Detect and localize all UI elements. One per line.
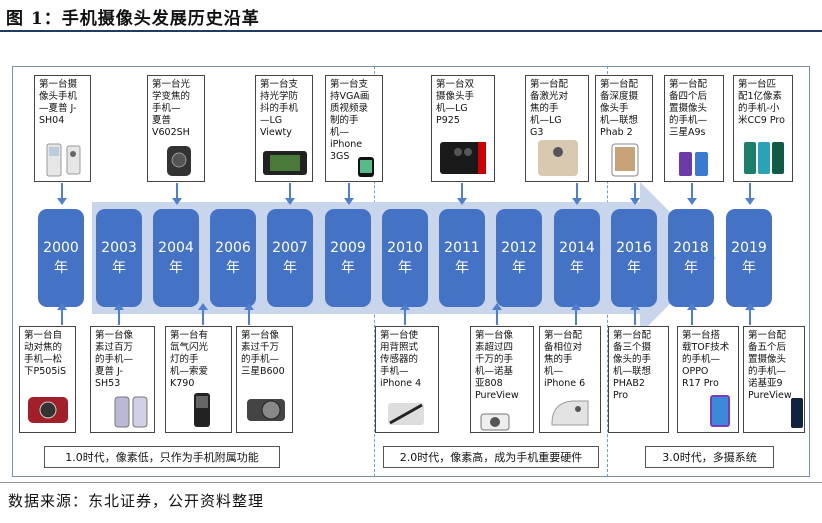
milestone-text: 第一台像 素过百万 的手机— 夏普 J- SH53 [95,330,150,390]
milestone-card-2009: 第一台支 持VGA画 质视频录 制的手 机— iPhone 3GS [325,75,383,182]
phone-image [24,389,72,429]
milestone-card-2018-bottom: 第一台搭 载TOF技术 的手机— OPPO R17 Pro [677,326,739,433]
era-label-1: 1.0时代，像素低，只作为手机附属功能 [44,446,280,468]
milestone-card-2003: 第一台像 素过百万 的手机— 夏普 J- SH53 [90,326,155,433]
milestone-card-2016-bottom: 第一台配 备三个摄 像头的手 机—联想 PHAB2 Pro [608,326,669,433]
milestone-text: 第一台配 备四个后 置摄像头 的手机— 三星A9s [669,79,719,139]
phone-image [479,413,511,431]
era-label-3: 3.0时代，多摄系统 [645,446,774,468]
milestone-text: 第一台配 备五个后 置摄像头 的手机— 诺基亚9 PureView [748,330,800,402]
milestone-card-2010: 第一台使 用背照式 传感器的 手机— iPhone 4 [375,326,439,433]
milestone-text: 第一台像 素超过四 千万的手 机—诺基 亚808 PureView [475,330,529,402]
connector-2018 [691,183,693,199]
milestone-card-2006-b: 第一台像 素过千万 的手机— 三星B600 [236,326,293,433]
milestone-text: 第一台光 学变焦的 手机— 夏普 V602SH [152,79,200,139]
connector-2000 [61,183,63,199]
milestone-card-2007: 第一台支 持光学防 抖的手机 —LG Viewty [255,75,313,182]
phone-image [740,138,788,178]
data-source: 数据来源：东北证券，公开资料整理 [8,490,264,511]
connector-2010 [404,309,406,325]
phone-image [164,144,194,178]
milestone-card-2011: 第一台双 摄像头手 机—LG P925 [431,75,495,182]
milestone-card-2019-bottom: 第一台配 备五个后 置摄像头 的手机— 诺基亚9 PureView [743,326,805,433]
connector-2014 [576,183,578,199]
milestone-card-2004: 第一台光 学变焦的 手机— 夏普 V602SH [147,75,205,182]
milestone-text: 第一台配 备相位对 焦的手 机— iPhone 6 [544,330,596,390]
year-box-2018: 2018 年 [668,209,714,307]
milestone-text: 第一台使 用背照式 传感器的 手机— iPhone 4 [380,330,434,390]
phone-image [790,397,804,429]
year-box-2011: 2011 年 [439,209,485,307]
connector-2018-bottom [691,309,693,325]
phone-image [262,148,308,178]
iphone-image [386,401,426,427]
milestone-text: 第一台配 备激光对 焦的手 机—LG G3 [530,79,584,139]
milestone-text: 第一台支 持光学防 抖的手机 —LG Viewty [260,79,308,139]
milestone-text: 第一台支 持VGA画 质视频录 制的手 机— iPhone 3GS [330,79,378,163]
milestone-text: 第一台匹 配1亿像素 的手机-小 米CC9 Pro [738,79,788,127]
camera-phone-image [245,389,287,429]
milestone-card-2014: 第一台配 备激光对 焦的手 机—LG G3 [525,75,589,182]
phone-image [708,393,732,429]
milestone-card-2019: 第一台匹 配1亿像素 的手机-小 米CC9 Pro [733,75,793,182]
year-box-2007: 2007 年 [267,209,313,307]
connector-2016-bottom [634,309,636,325]
milestone-card-2000-bottom: 第一台自 动对焦的 手机—松 下P505iS [19,326,76,433]
year-box-2019: 2019 年 [726,209,772,307]
connector-2003 [118,309,120,325]
connector-2000-bottom [61,309,63,325]
phone-image [192,391,212,429]
year-box-2009: 2009 年 [325,209,371,307]
connector-2004 [176,183,178,199]
connector-2006-a [202,309,204,325]
footer-rule [0,482,822,483]
milestone-card-2014-bottom: 第一台配 备相位对 焦的手 机— iPhone 6 [539,326,601,433]
milestone-text: 第一台配 备三个摄 像头的手 机—联想 PHAB2 Pro [613,330,664,402]
connector-2006-b [248,309,250,325]
year-box-2016: 2016 年 [611,209,657,307]
phone-image [602,142,648,178]
connector-2007 [289,183,291,199]
milestone-text: 第一台像 素过千万 的手机— 三星B600 [241,330,288,378]
year-box-2014: 2014 年 [554,209,600,307]
milestone-card-2000: 第一台摄 像头手机 —夏普 J- SH04 [34,75,91,182]
milestone-text: 第一台双 摄像头手 机—LG P925 [436,79,490,127]
milestone-text: 第一台有 氙气闪光 灯的手 机—索爱 K790 [170,330,227,390]
milestone-card-2018: 第一台配 备四个后 置摄像头 的手机— 三星A9s [664,75,724,182]
connector-2009 [348,183,350,199]
milestone-text: 第一台自 动对焦的 手机—松 下P505iS [24,330,71,378]
milestone-text: 第一台摄 像头手机 —夏普 J- SH04 [39,79,86,127]
milestone-text: 第一台配 备深度摄 像头手 机—联想 Phab 2 [600,79,648,139]
milestone-card-2006-a: 第一台有 氙气闪光 灯的手 机—索爱 K790 [165,326,232,433]
flip-phone-image [45,142,83,178]
connector-2014-bottom [575,309,577,325]
connector-2012 [496,309,498,325]
year-box-2012: 2012 年 [496,209,542,307]
iphone-image [548,397,592,429]
year-box-2004: 2004 年 [153,209,199,307]
year-box-2010: 2010 年 [382,209,428,307]
phone-image [536,138,580,178]
connector-2011 [461,183,463,199]
milestone-card-2016: 第一台配 备深度摄 像头手 机—联想 Phab 2 [595,75,653,182]
iphone-image [356,156,376,178]
phone-image [677,150,711,178]
milestone-card-2012: 第一台像 素超过四 千万的手 机—诺基 亚808 PureView [470,326,534,433]
phone-image [438,138,488,178]
year-box-2006: 2006 年 [210,209,256,307]
milestone-text: 第一台搭 载TOF技术 的手机— OPPO R17 Pro [682,330,734,390]
year-box-2000: 2000 年 [38,209,84,307]
connector-2019-bottom [749,309,751,325]
connector-2019 [749,183,751,199]
connector-2016 [634,183,636,199]
year-box-2003: 2003 年 [96,209,142,307]
era-label-2: 2.0时代，像素高，成为手机重要硬件 [383,446,599,468]
flip-phone-image [111,393,151,429]
